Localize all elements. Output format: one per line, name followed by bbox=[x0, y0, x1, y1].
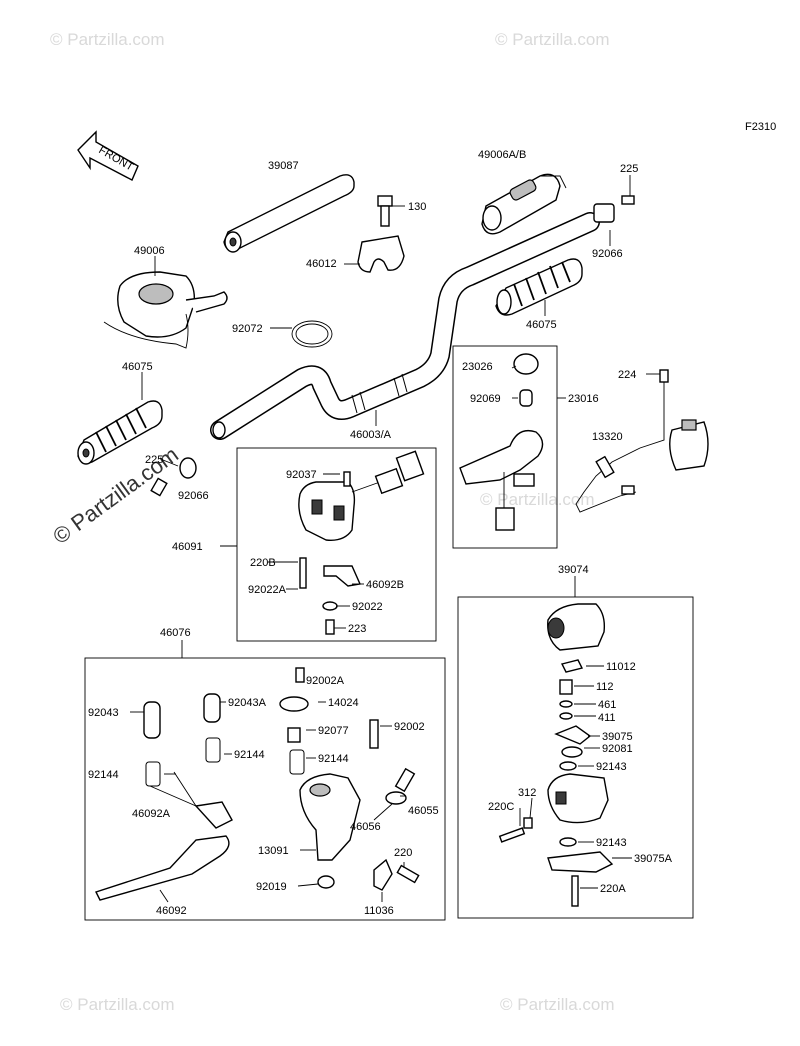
label-46055: 46055 bbox=[408, 805, 439, 817]
throttle-housing-49006ab bbox=[481, 173, 567, 235]
label-112: 112 bbox=[596, 681, 614, 693]
grip-pad-39087 bbox=[223, 174, 355, 253]
label-411: 411 bbox=[598, 712, 616, 724]
group-box-46076 bbox=[84, 657, 446, 921]
label-92002: 92002 bbox=[394, 721, 425, 733]
end-weight-92066-left bbox=[150, 457, 197, 497]
throttle-housing-49006 bbox=[103, 271, 228, 349]
label-49006ab: 49006A/B bbox=[478, 149, 526, 161]
grip-46075-right bbox=[495, 258, 583, 316]
label-39075a: 39075A bbox=[634, 853, 673, 865]
label-225-left: 225 bbox=[145, 454, 163, 466]
label-39075: 39075 bbox=[602, 731, 633, 743]
label-92066-left: 92066 bbox=[178, 490, 209, 502]
label-225-top: 225 bbox=[620, 163, 638, 175]
label-46076: 46076 bbox=[160, 627, 191, 639]
group-box-23016 bbox=[452, 345, 558, 549]
label-92077: 92077 bbox=[318, 725, 349, 737]
label-92043a: 92043A bbox=[228, 697, 267, 709]
label-220a: 220A bbox=[600, 883, 626, 895]
label-92144-a: 92144 bbox=[234, 749, 265, 761]
label-23016: 23016 bbox=[568, 393, 599, 405]
label-11036: 11036 bbox=[364, 905, 394, 917]
label-92043: 92043 bbox=[88, 707, 119, 719]
label-11012: 11012 bbox=[606, 661, 636, 673]
label-39087: 39087 bbox=[268, 160, 299, 172]
figure-code: F2310 bbox=[745, 121, 776, 133]
label-92069: 92069 bbox=[470, 393, 501, 405]
label-220: 220 bbox=[394, 847, 412, 859]
label-46075-left: 46075 bbox=[122, 361, 153, 373]
label-46092: 46092 bbox=[156, 905, 187, 917]
label-461: 461 bbox=[598, 699, 616, 711]
label-13091: 13091 bbox=[258, 845, 289, 857]
label-23026: 23026 bbox=[462, 361, 493, 373]
label-92022a: 92022A bbox=[248, 584, 287, 596]
label-92022: 92022 bbox=[352, 601, 383, 613]
watermark: © Partzilla.com bbox=[60, 995, 175, 1014]
label-46092b: 46092B bbox=[366, 579, 404, 591]
watermark: © Partzilla.com bbox=[50, 30, 165, 49]
label-92066-top: 92066 bbox=[592, 248, 623, 260]
label-46091: 46091 bbox=[172, 541, 203, 553]
leader-lines bbox=[130, 175, 660, 903]
front-arrow-icon: FRONT bbox=[77, 130, 139, 181]
label-46003a: 46003/A bbox=[350, 429, 392, 441]
label-312: 312 bbox=[518, 787, 536, 799]
starter-assembly-39074 bbox=[498, 603, 614, 907]
watermark: © Partzilla.com bbox=[480, 490, 595, 509]
indicator-assembly-23016 bbox=[459, 353, 544, 531]
label-13320: 13320 bbox=[592, 431, 623, 443]
label-224: 224 bbox=[618, 369, 636, 381]
label-46092a: 46092A bbox=[132, 808, 171, 820]
group-box-39074 bbox=[457, 596, 694, 919]
watermark: © Partzilla.com bbox=[495, 30, 610, 49]
brake-lever-assembly-46076 bbox=[95, 667, 420, 901]
label-92072: 92072 bbox=[232, 323, 263, 335]
label-92144-c: 92144 bbox=[318, 753, 349, 765]
label-46075-right: 46075 bbox=[526, 319, 557, 331]
group-box-46091 bbox=[236, 447, 437, 642]
label-92037: 92037 bbox=[286, 469, 317, 481]
label-220b: 220B bbox=[250, 557, 276, 569]
label-92143-b: 92143 bbox=[596, 837, 627, 849]
label-92144-b: 92144 bbox=[88, 769, 119, 781]
label-46056: 46056 bbox=[350, 821, 381, 833]
clamp-46012 bbox=[357, 235, 405, 273]
label-39074: 39074 bbox=[558, 564, 589, 576]
label-223: 223 bbox=[348, 623, 366, 635]
switch-cable-13320 bbox=[575, 369, 709, 513]
bolt-130 bbox=[377, 195, 393, 227]
label-92019: 92019 bbox=[256, 881, 287, 893]
handlebar-drawing bbox=[210, 212, 600, 440]
watermark: © Partzilla.com bbox=[500, 995, 615, 1014]
label-220c: 220C bbox=[488, 801, 514, 813]
part-labels: 39087 49006A/B 225 130 49006 46012 92066… bbox=[88, 149, 673, 917]
end-weight-92066-right bbox=[593, 195, 635, 223]
label-49006: 49006 bbox=[134, 245, 165, 257]
label-92143-a: 92143 bbox=[596, 761, 627, 773]
clip-92072 bbox=[291, 320, 333, 348]
label-130: 130 bbox=[408, 201, 426, 213]
grip-46075-left bbox=[77, 400, 163, 465]
label-14024: 14024 bbox=[328, 697, 359, 709]
label-92081: 92081 bbox=[602, 743, 633, 755]
label-92002a: 92002A bbox=[306, 675, 345, 687]
label-46012: 46012 bbox=[306, 258, 337, 270]
switch-housing-46091 bbox=[298, 450, 425, 635]
